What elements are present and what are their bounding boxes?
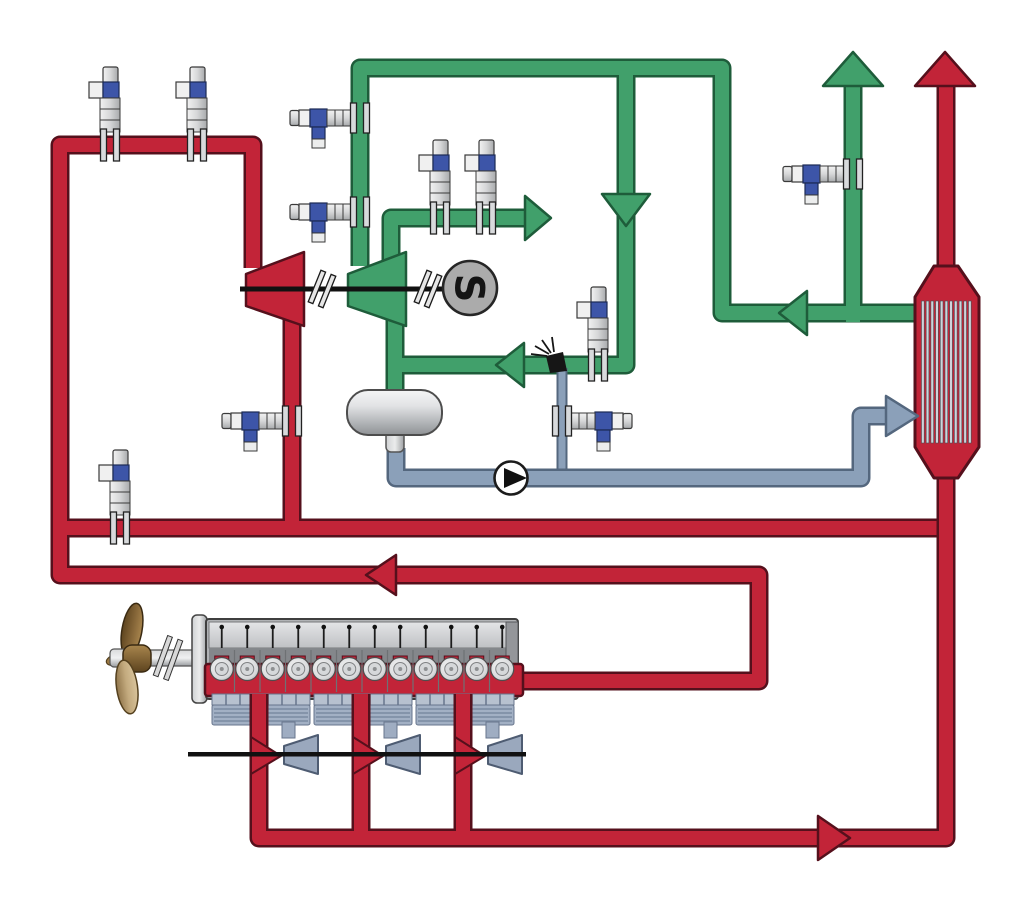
injector-dot-icon [448,624,454,630]
turbocharger-air-duct [485,721,500,739]
injector-dot-icon [397,624,403,630]
engine-cylinder-center [500,667,505,671]
economizer-tube [921,300,925,444]
shaft-coupling-icon [307,269,337,309]
engine-top-gallery [208,621,516,649]
generator-label: S [446,274,492,303]
flow-arrow-steam-vent-up [821,50,885,88]
turbocharger-air-duct [383,721,398,739]
economizer-tube [954,300,958,444]
engine-cylinder-center [270,667,275,671]
economizer-tube [944,300,949,444]
turbocharger-air-duct [281,721,296,739]
economizer-tube [963,300,967,444]
economizer-tube [939,300,944,444]
injector-dot-icon [219,624,225,630]
feedwater-line-blue [386,406,887,488]
injector-dot-icon [423,624,429,630]
injector-dot-icon [372,624,378,630]
shaft-coupling-icon [413,269,443,309]
engine-cylinder-center [347,667,352,671]
propeller-blade [115,659,139,715]
engine-cylinder-center [245,667,250,671]
turbocharger-shaft [392,752,526,757]
generator [441,259,499,317]
injector-dot-icon [270,624,276,630]
flow-arrow-feedwater-in [884,394,920,438]
engine-cylinder-center [474,667,479,671]
injector-dot-icon [321,624,327,630]
flow-arrow-exhaust-right [816,814,852,862]
propeller [105,602,203,715]
economizer-tube [935,300,939,444]
flow-arrow-steam-down [600,192,652,228]
pipe-junction-patch [939,521,953,535]
flow-arrow-steam-out [523,194,553,242]
turbocharger-shaft [290,752,424,757]
main-engine-assembly [105,602,525,726]
injector-dot-icon [244,624,250,630]
steam-drum [346,389,443,453]
pump-direction-icon [504,468,527,488]
turbocharger [392,721,526,775]
economizer-tube [949,300,953,444]
economizer-tube [958,300,963,444]
injector-dot-icon [346,624,352,630]
injector-dot-icon [474,624,480,630]
piping-network [50,50,947,691]
turbo-generator-unit: S [240,250,499,328]
flow-arrow-steam-from-economizer [777,289,809,337]
injector-dot-icon [499,624,505,630]
economizer-tube [968,300,972,444]
economizer-tube [925,300,930,444]
engine-cylinder-center [219,667,224,671]
turbocharger-shaft [188,752,322,757]
flow-arrow-exhaust-left [364,553,398,597]
injector-dot-icon [295,624,301,630]
engine-cylinder-center [372,667,377,671]
engine-cylinder-center [321,667,326,671]
feedwater-pump [493,460,529,496]
spray-nozzle-icon [530,336,567,373]
engine-cylinder-center [398,667,403,671]
engine-cylinder-center [423,667,428,671]
economizer-tube [930,300,934,444]
engine-cylinder-center [296,667,301,671]
flow-arrow-exhaust-up [913,50,977,88]
flow-arrow-steam-left [494,341,526,389]
engine-cylinder-center [449,667,454,671]
shaft-coupling-icon [152,634,184,682]
exhaust-gas-economizer [913,264,981,480]
